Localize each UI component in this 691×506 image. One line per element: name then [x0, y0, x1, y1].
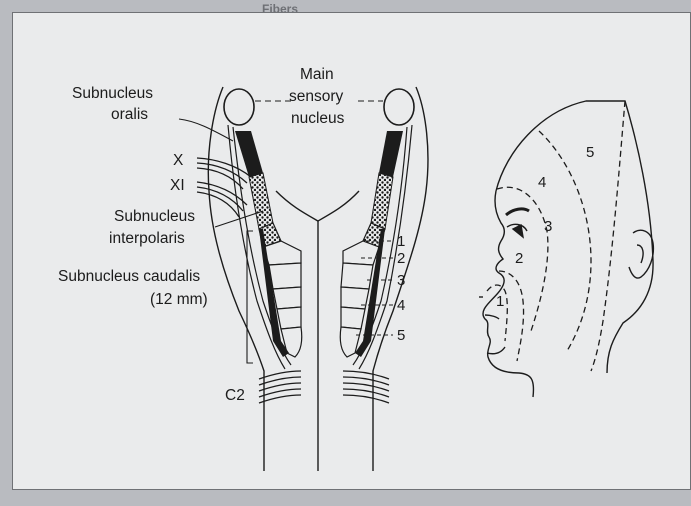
face-zone-1: 1 [496, 293, 504, 310]
label-interpolaris-2: interpolaris [109, 230, 185, 247]
spinal-level-2: 2 [397, 250, 405, 267]
label-main-sensory-2: sensory [289, 88, 344, 105]
right-subnucleus-interpolaris [371, 173, 393, 229]
left-subnucleus-interpolaris [249, 173, 273, 229]
right-subnucleus-caudalis [340, 223, 385, 357]
label-subnucleus-oralis-1: Subnucleus [72, 85, 153, 102]
spinal-level-1: 1 [397, 233, 405, 250]
label-subnucleus-oralis-2: oralis [111, 106, 148, 123]
left-main-sensory-nucleus [224, 89, 254, 125]
spinal-level-3: 3 [397, 272, 405, 289]
face-zone-2: 2 [515, 250, 523, 267]
label-nerve-xi: XI [170, 177, 185, 194]
label-main-sensory-3: nucleus [291, 110, 345, 127]
left-subnucleus-oralis [235, 131, 263, 177]
left-nucleus-column [224, 89, 302, 369]
label-caudalis-1: Subnucleus caudalis [58, 268, 200, 285]
label-main-sensory-1: Main [300, 66, 334, 83]
c2-rootlets-left [259, 371, 301, 403]
spinal-level-5: 5 [397, 327, 405, 344]
label-nerve-x: X [173, 152, 184, 169]
cranial-nerves-x-xi [197, 158, 251, 217]
face-zone-3: 3 [544, 218, 552, 235]
head-profile [479, 101, 653, 397]
face-zone-boundaries [487, 101, 625, 371]
label-caudalis-2: (12 mm) [150, 291, 208, 308]
right-subnucleus-oralis [379, 131, 403, 177]
figure-panel: Subnucleus oralis Main sensory nucleus X… [12, 12, 691, 490]
right-main-sensory-nucleus [384, 89, 414, 125]
trigeminal-diagram: Subnucleus oralis Main sensory nucleus X… [13, 13, 691, 490]
face-zone-5: 5 [586, 144, 594, 161]
spinal-level-4: 4 [397, 297, 405, 314]
label-interpolaris-1: Subnucleus [114, 208, 195, 225]
face-zone-4: 4 [538, 174, 546, 191]
label-c2: C2 [225, 387, 245, 404]
left-subnucleus-caudalis [259, 223, 302, 357]
c2-rootlets-right [343, 371, 389, 403]
